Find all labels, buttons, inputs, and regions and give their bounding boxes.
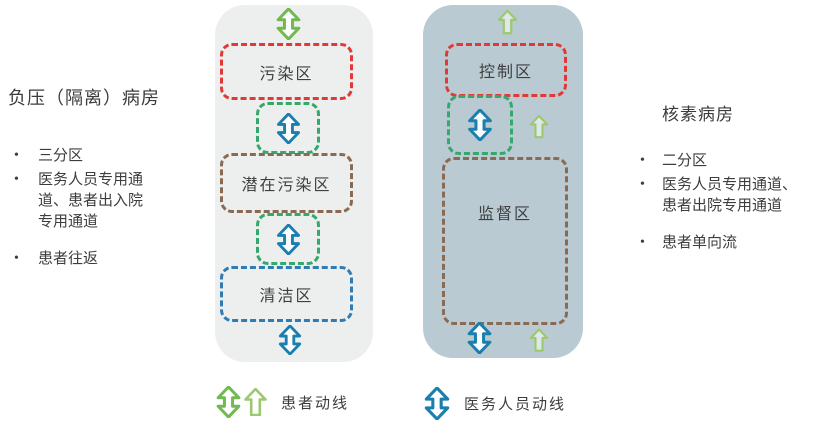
nuclide-ward-bullet-list: 二分区 医务人员专用通道、 患者出院专用通道 患者单向流 [636,150,823,254]
patient-up-arrow-icon [529,327,549,353]
staff-two-way-arrow-icon [276,222,301,256]
patient-up-arrow-icon [244,387,267,417]
zone-potentially-contaminated-label: 潜在污染区 [241,177,332,194]
zone-contaminated-label: 污染区 [259,65,314,83]
zone-potentially-contaminated: 潜在污染区 [220,153,353,213]
legend-patient-flow: 患者动线 [216,385,350,419]
bullet-three-zones: 三分区 [8,145,210,167]
negative-pressure-ward-panel: 污染区 潜在污染区 清洁区 [215,5,373,362]
staff-buffer-connector-upper [256,102,320,154]
patient-two-way-arrow-icon [216,385,241,419]
bullet-dedicated-passages: 医务人员专用通 道、患者出入院 专用通道 [8,169,210,233]
zone-supervised: 监督区 [442,157,568,325]
staff-two-way-arrow-icon [467,321,492,355]
staff-buffer-connector [447,95,513,155]
zone-clean-label: 清洁区 [259,288,314,305]
legend-staff-flow-label: 医务人员动线 [464,397,567,413]
negative-pressure-ward-bullet-list: 三分区 医务人员专用通 道、患者出入院 专用通道 患者往返 [8,145,210,270]
zone-control-label: 控制区 [478,64,533,81]
zone-contaminated: 污染区 [220,43,353,100]
staff-two-way-arrow-icon [424,386,450,421]
nuclide-ward-panel: 控制区 监督区 [423,5,583,358]
legend-patient-flow-label: 患者动线 [281,395,350,412]
bullet-dedicated-passages: 医务人员专用通道、 患者出院专用通道 [636,174,823,217]
legend-staff-flow: 医务人员动线 [424,386,567,421]
staff-two-way-arrow-icon [276,111,301,145]
staff-two-way-arrow-icon [467,108,493,142]
nuclide-ward-notes: 核素病房 二分区 医务人员专用通道、 患者出院专用通道 患者单向流 [636,100,823,257]
zone-clean: 清洁区 [220,266,353,322]
negative-pressure-ward-notes: 负压（隔离）病房 三分区 医务人员专用通 道、患者出入院 专用通道 患者往返 [8,84,210,273]
patient-up-arrow-icon [497,9,518,35]
patient-two-way-arrow-icon [276,7,301,41]
nuclide-ward-title: 核素病房 [662,105,734,124]
bullet-patient-one-way: 患者单向流 [636,232,823,254]
staff-buffer-connector-lower [256,213,320,265]
bullet-two-zones: 二分区 [636,150,823,172]
zone-supervised-label: 监督区 [477,206,532,223]
negative-pressure-ward-title: 负压（隔离）病房 [8,88,160,108]
zone-control: 控制区 [445,43,567,97]
bullet-patient-roundtrip: 患者往返 [8,248,210,270]
staff-two-way-arrow-icon [278,324,302,356]
patient-up-arrow-icon [529,113,549,140]
